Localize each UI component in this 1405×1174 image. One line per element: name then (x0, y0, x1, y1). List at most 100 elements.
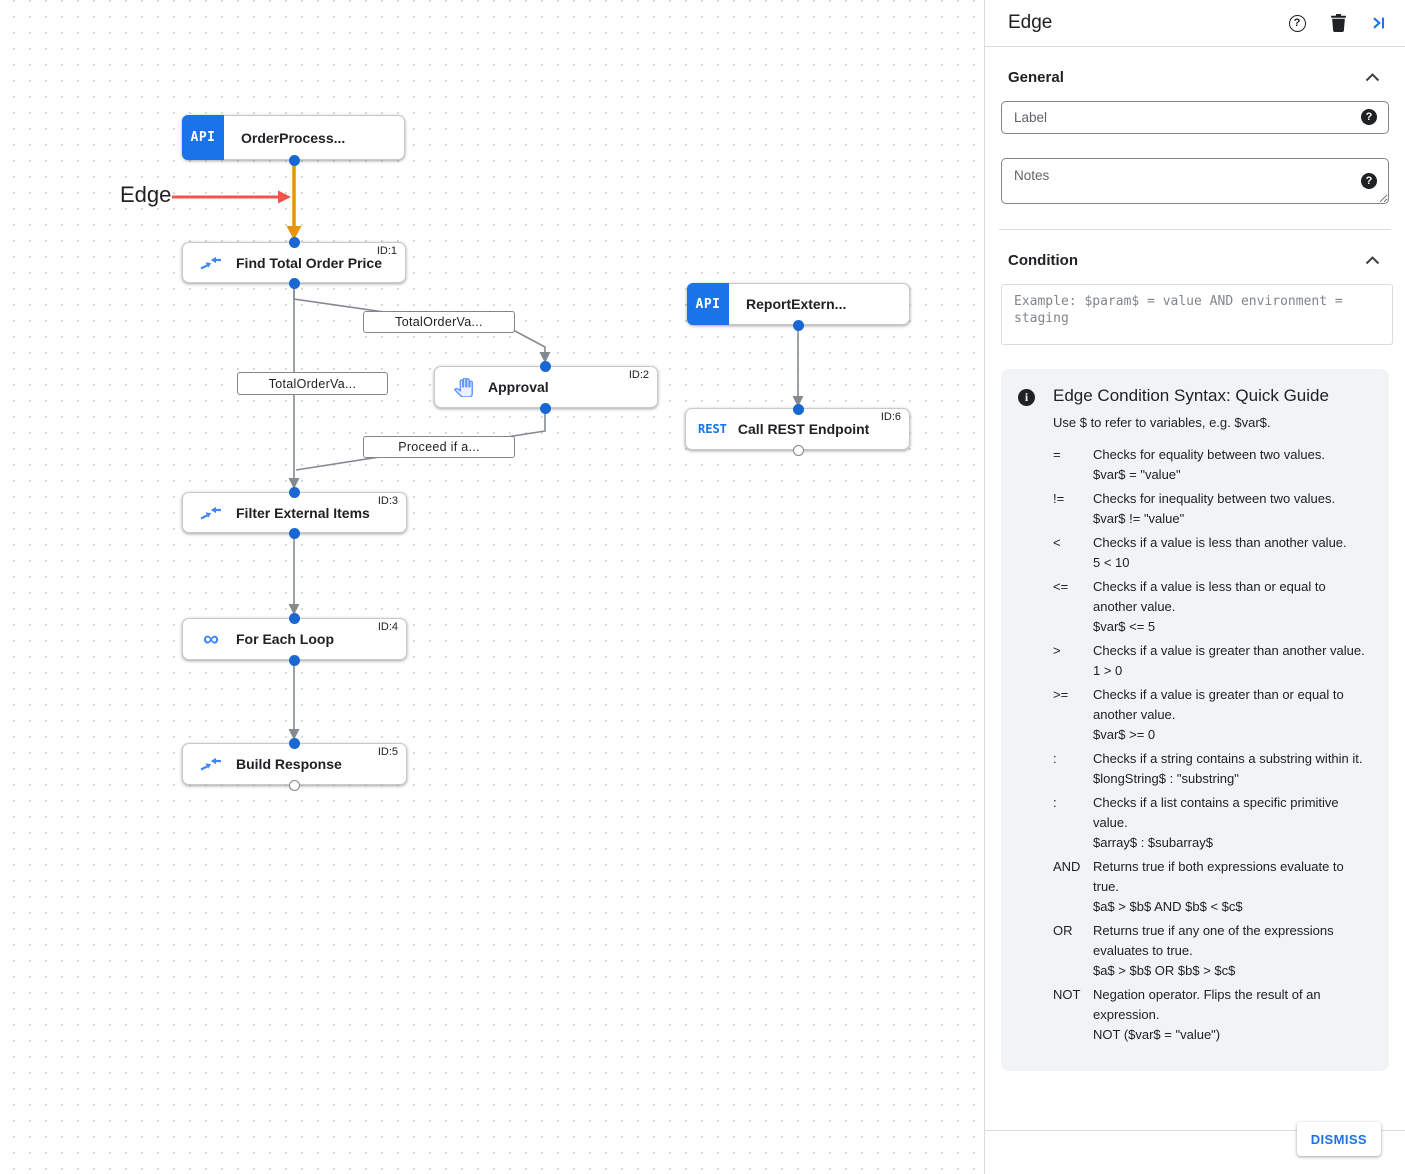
node-for-each-loop[interactable]: ∞ For Each Loop ID:4 (182, 618, 407, 660)
node-title: For Each Loop (236, 631, 334, 647)
node-order-process[interactable]: API OrderProcess... (182, 115, 405, 160)
guide-operator: AND (1053, 859, 1081, 874)
node-report-extern[interactable]: API ReportExtern... (687, 283, 910, 325)
guide-example: $a$ > $b$ AND $b$ < $c$ (1093, 899, 1243, 914)
guide-operator: = (1053, 447, 1061, 462)
connector-dot-open[interactable] (288, 780, 300, 791)
edge-properties-panel: Edge ? General (985, 0, 1405, 1174)
connector-dot[interactable] (288, 737, 300, 749)
guide-example: NOT ($var$ = "value") (1093, 1027, 1221, 1042)
section-divider (999, 229, 1391, 230)
node-build-response[interactable]: Build Response ID:5 (182, 743, 407, 785)
info-icon: i (1018, 389, 1035, 406)
guide-example: $var$ >= 0 (1093, 727, 1156, 742)
data-mapping-icon (198, 756, 224, 772)
guide-operator: OR (1053, 923, 1073, 938)
notes-input[interactable] (1001, 158, 1389, 204)
trash-icon (1330, 14, 1346, 32)
edge-label-proceed-if[interactable]: Proceed if a... (363, 436, 515, 458)
guide-entry: AND Returns true if both expressions eval… (1053, 857, 1373, 917)
guide-description: Checks if a value is greater than anothe… (1093, 641, 1373, 681)
condition-heading: Condition (1008, 251, 1078, 269)
data-mapping-icon (198, 505, 224, 521)
arrowhead (792, 396, 804, 407)
node-approval[interactable]: Approval ID:2 (434, 366, 658, 408)
collapse-general-button[interactable] (1362, 67, 1382, 87)
label-input[interactable] (1001, 101, 1389, 134)
connector-dot[interactable] (539, 402, 551, 414)
collapse-condition-button[interactable] (1362, 250, 1382, 270)
node-id-badge: ID:6 (880, 411, 901, 423)
guide-example: 1 > 0 (1093, 663, 1123, 678)
guide-subtitle: Use $ to refer to variables, e.g. $var$. (1053, 415, 1271, 430)
node-title: Find Total Order Price (236, 254, 382, 271)
connector-dot[interactable] (288, 654, 300, 666)
general-heading: General (1008, 68, 1064, 86)
connector-dot[interactable] (792, 403, 804, 415)
guide-description: Checks if a value is less than or equal … (1093, 577, 1373, 637)
condition-syntax-guide: i Edge Condition Syntax: Quick Guide Use… (1001, 369, 1389, 1071)
guide-example: $var$ != "value" (1093, 511, 1185, 526)
node-title: OrderProcess... (241, 129, 346, 146)
pan-tool-icon (450, 377, 476, 397)
connector-dot-open[interactable] (792, 445, 804, 456)
node-id-badge: ID:4 (377, 621, 398, 633)
condition-input[interactable] (1001, 284, 1393, 345)
guide-example: $longString$ : "substring" (1093, 771, 1239, 786)
chevron-up-icon (1365, 255, 1379, 264)
guide-description: Checks for equality between two values.$… (1093, 445, 1373, 485)
panel-footer: DISMISS (985, 1122, 1405, 1156)
condition-section: Condition i Edge Condition Syntax: Quick… (985, 230, 1405, 1071)
connector-dot[interactable] (288, 486, 300, 498)
connector-dot[interactable] (288, 236, 300, 248)
data-mapping-icon (198, 255, 224, 271)
edges-layer (172, 162, 804, 740)
edge-label-total-order-2[interactable]: TotalOrderVa... (237, 372, 388, 395)
arrowhead (288, 604, 300, 615)
node-filter-external-items[interactable]: Filter External Items ID:3 (182, 492, 407, 533)
guide-example: $var$ = "value" (1093, 467, 1181, 482)
chevron-up-icon (1365, 72, 1379, 81)
help-button[interactable]: ? (1287, 13, 1307, 33)
dismiss-button[interactable]: DISMISS (1296, 1122, 1381, 1156)
notes-help-icon[interactable]: ? (1361, 173, 1377, 189)
guide-description: Checks if a value is greater than or equ… (1093, 685, 1373, 745)
annotation-arrowhead (278, 190, 291, 204)
node-call-rest-endpoint[interactable]: REST Call REST Endpoint ID:6 (685, 408, 910, 450)
collapse-panel-icon (1373, 17, 1385, 29)
delete-edge-button[interactable] (1328, 13, 1348, 33)
collapse-panel-button[interactable] (1369, 13, 1389, 33)
guide-description: Checks for inequality between two values… (1093, 489, 1373, 529)
connector-dot[interactable] (288, 277, 300, 289)
guide-operator: != (1053, 491, 1065, 506)
connector-dot[interactable] (288, 527, 300, 539)
edge-label-total-order-1[interactable]: TotalOrderVa... (363, 311, 515, 333)
guide-entry: NOT Negation operator. Flips the result o… (1053, 985, 1373, 1045)
node-find-total-order-price[interactable]: Find Total Order Price ID:1 (182, 242, 406, 283)
guide-operator: NOT (1053, 987, 1081, 1002)
connector-dot[interactable] (288, 612, 300, 624)
connector-dot[interactable] (792, 319, 804, 331)
guide-operator: : (1053, 751, 1057, 766)
guide-operator: > (1053, 643, 1061, 658)
guide-entry: = Checks for equality between two values.… (1053, 445, 1373, 485)
node-id-badge: ID:2 (628, 369, 649, 381)
edge-annotation-label: Edge (120, 182, 172, 207)
guide-example: $array$ : $subarray$ (1093, 835, 1213, 850)
guide-entry: <Checks if a value is less than another … (1053, 533, 1373, 573)
api-icon: API (687, 283, 729, 325)
guide-entry: <= Checks if a value is less than or equa… (1053, 577, 1373, 637)
guide-description: Returns true if both expressions evaluat… (1093, 857, 1373, 917)
connector-dot[interactable] (288, 154, 300, 166)
connector-dot[interactable] (539, 360, 551, 372)
guide-operator: <= (1053, 579, 1069, 594)
guide-example: $a$ > $b$ OR $b$ > $c$ (1093, 963, 1236, 978)
guide-description: Checks if a string contains a substring … (1093, 749, 1373, 789)
node-title: Filter External Items (236, 504, 370, 521)
loop-icon: ∞ (203, 626, 219, 651)
general-section: General ? ? (985, 47, 1405, 230)
guide-description: Negation operator. Flips the result of a… (1093, 985, 1373, 1045)
label-help-icon[interactable]: ? (1361, 109, 1377, 125)
guide-example: 5 < 10 (1093, 555, 1130, 570)
